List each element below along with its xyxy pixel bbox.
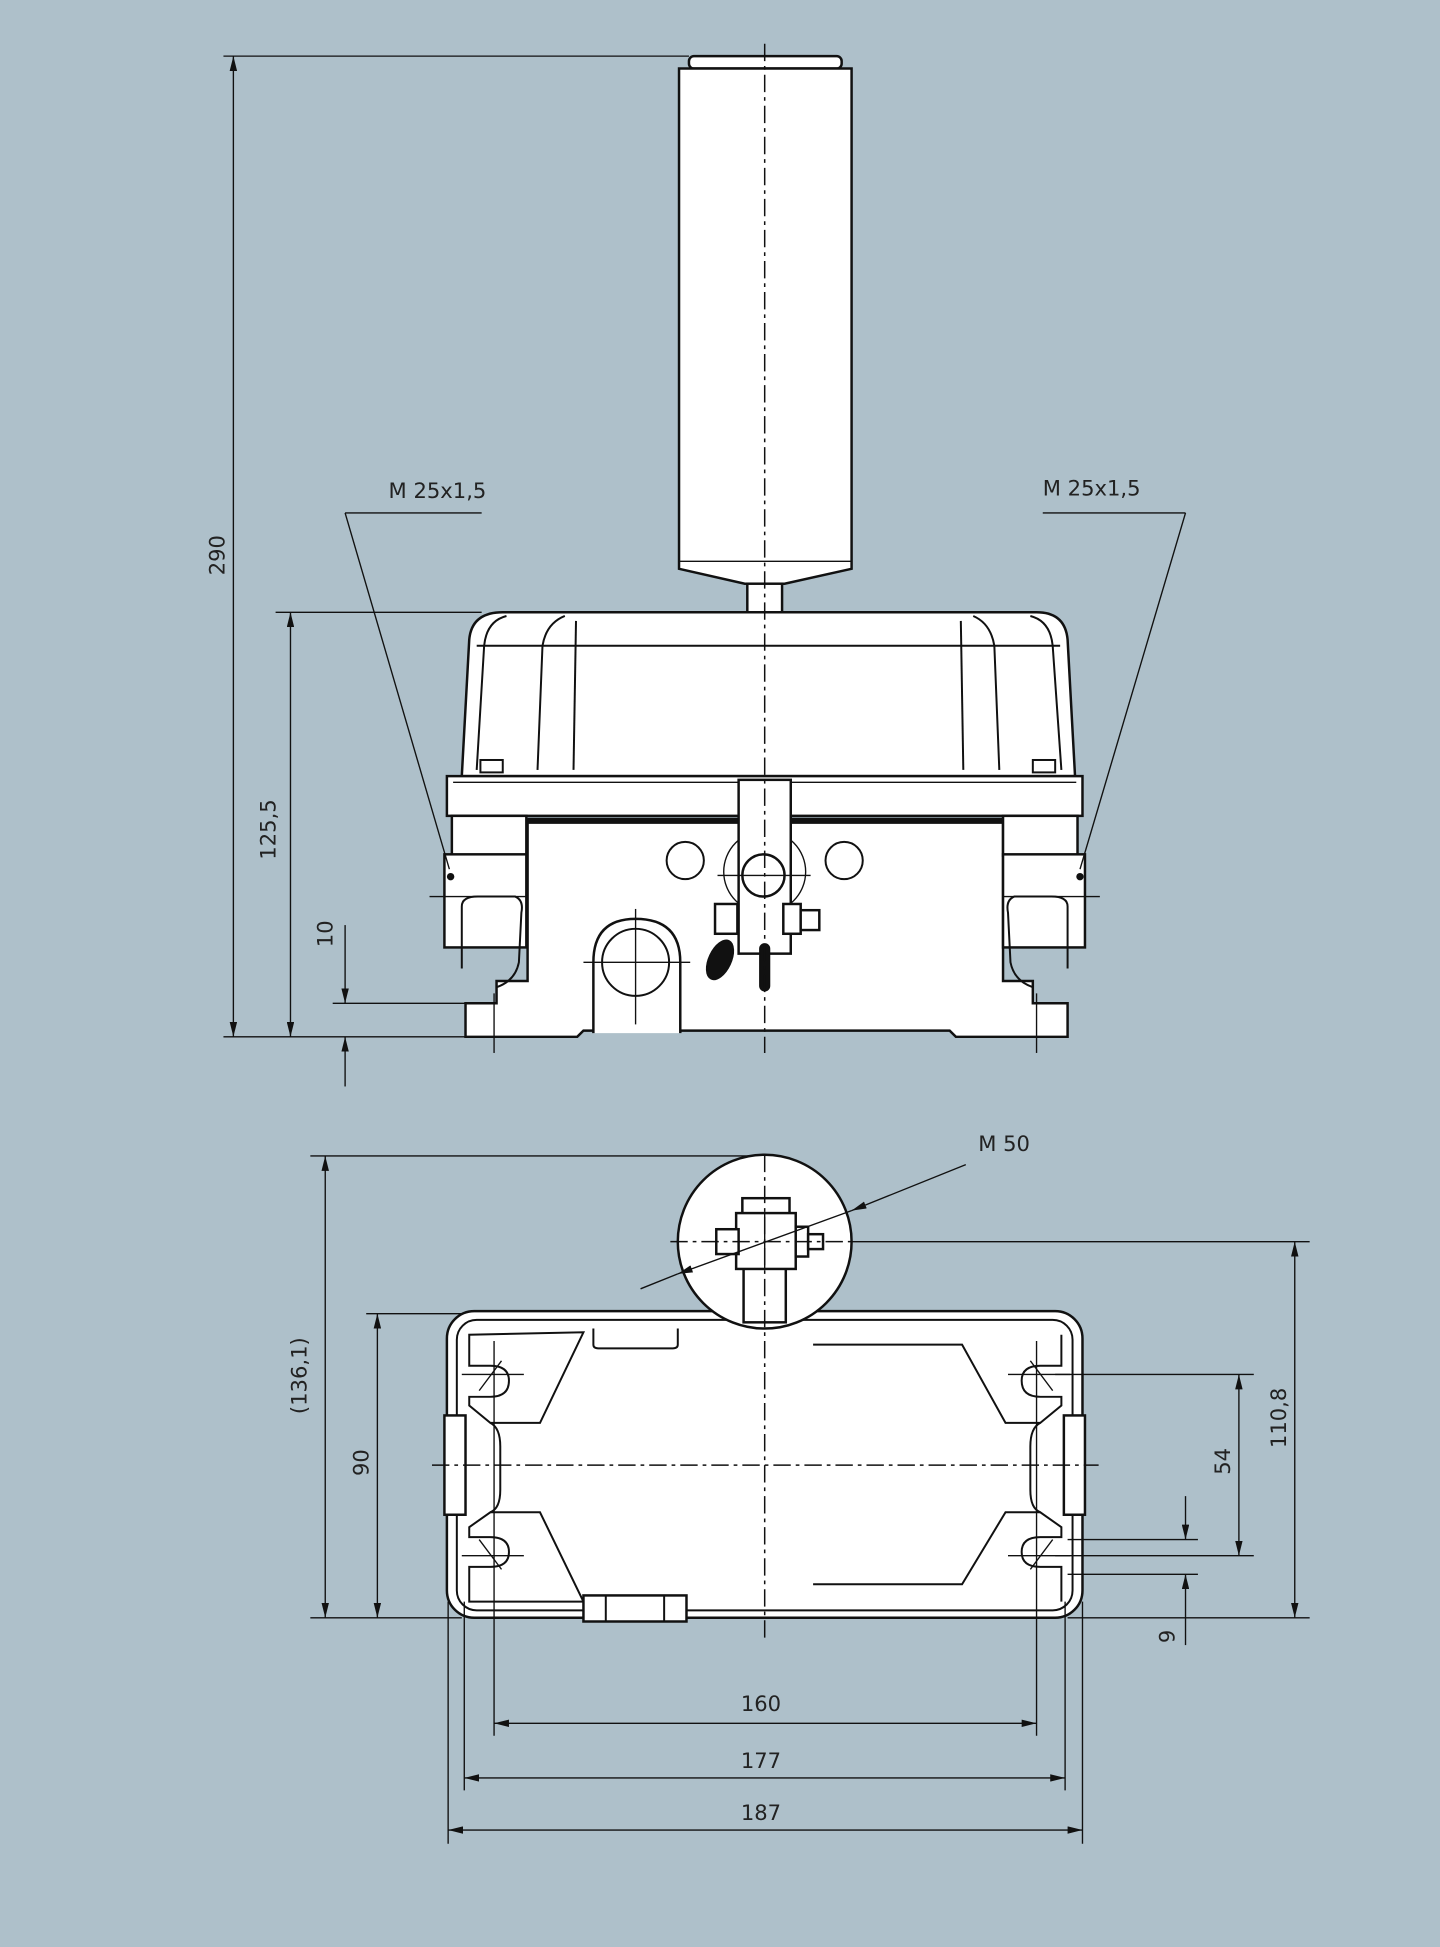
thread-label-right: M 25x1,5	[1043, 476, 1141, 501]
indicator-hole-right	[824, 840, 864, 881]
cable-gland-left	[429, 853, 528, 989]
dim-label-187: 187	[741, 1800, 781, 1825]
dim-label-54: 54	[1210, 1448, 1235, 1475]
thread-label-left: M 25x1,5	[389, 478, 487, 503]
roller-cylinder	[677, 54, 853, 585]
thread-callout-m50: M 50	[640, 1131, 1030, 1290]
dim-label-160: 160	[741, 1691, 781, 1716]
dimension-54: 54	[1055, 1373, 1254, 1557]
dimension-136-1: (136,1)	[287, 1155, 765, 1619]
dimension-187: 187	[448, 1800, 1083, 1834]
mounting-holes	[461, 1360, 1071, 1570]
cable-gland-right	[1001, 853, 1100, 989]
bottom-tab	[582, 1594, 688, 1623]
indicator-hole-left	[665, 840, 705, 881]
dimension-177: 177	[464, 1748, 1066, 1782]
dim-label-136-1: (136,1)	[287, 1337, 312, 1414]
dimension-290: 290	[205, 55, 689, 1038]
dimension-110-8: 110,8	[851, 1240, 1310, 1619]
housing-lid	[460, 611, 1077, 778]
thread-callout-left: M 25x1,5	[344, 478, 487, 870]
dimension-90: 90	[349, 1312, 462, 1618]
dim-label-10: 10	[313, 920, 338, 947]
dim-label-9: 9	[1154, 1630, 1179, 1643]
dim-label-125-5: 125,5	[256, 799, 281, 859]
dim-label-290: 290	[205, 535, 230, 575]
dim-label-177: 177	[741, 1748, 781, 1773]
lever-knob	[705, 939, 735, 981]
top-view: (136,1) 90	[287, 1131, 1310, 1844]
thread-callout-right: M 25x1,5	[1043, 476, 1187, 870]
cable-entry-m25	[583, 908, 691, 1034]
dim-label-90: 90	[349, 1449, 374, 1476]
dimension-125-5: 125,5	[256, 611, 482, 1037]
dimension-9: 9	[1067, 1496, 1198, 1646]
thread-label-m50: M 50	[978, 1131, 1030, 1156]
dimension-160: 160	[494, 1691, 1037, 1728]
front-view: 290 125,5 10	[205, 43, 1187, 1087]
dim-label-110-8: 110,8	[1266, 1388, 1291, 1448]
